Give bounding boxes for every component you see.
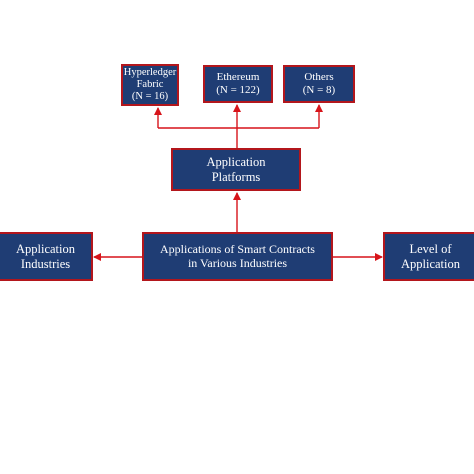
node-ethereum: Ethereum (N = 122) xyxy=(203,65,273,103)
node-hyperledger-fabric: Hyperledger Fabric (N = 16) xyxy=(121,64,179,106)
node-others-count: (N = 8) xyxy=(302,84,336,96)
node-application-platforms: Application Platforms xyxy=(171,148,301,191)
node-platforms-line-2: Platforms xyxy=(211,169,261,184)
node-industries-line-2: Industries xyxy=(20,256,71,271)
node-ethereum-count: (N = 122) xyxy=(216,84,260,96)
node-level-of-application: Level of Application xyxy=(383,232,474,281)
node-hyperledger-count: (N = 16) xyxy=(131,91,169,103)
node-others: Others (N = 8) xyxy=(283,65,355,103)
node-level-line-1: Level of xyxy=(409,242,452,257)
node-others-line-1: Others xyxy=(304,71,334,84)
node-central-line-2: in Various Industries xyxy=(187,255,288,270)
node-level-line-2: Application xyxy=(400,256,460,271)
node-central-topic: Applications of Smart Contracts in Vario… xyxy=(142,232,333,281)
node-central-line-1: Applications of Smart Contracts xyxy=(160,241,315,256)
node-industries-line-1: Application xyxy=(15,242,75,257)
node-ethereum-line-1: Ethereum xyxy=(216,71,260,84)
node-hyperledger-line-1: Hyperledger xyxy=(123,66,177,78)
node-application-industries: Application Industries xyxy=(0,232,93,281)
node-hyperledger-line-2: Fabric xyxy=(136,78,164,90)
node-platforms-line-1: Application xyxy=(206,155,266,170)
